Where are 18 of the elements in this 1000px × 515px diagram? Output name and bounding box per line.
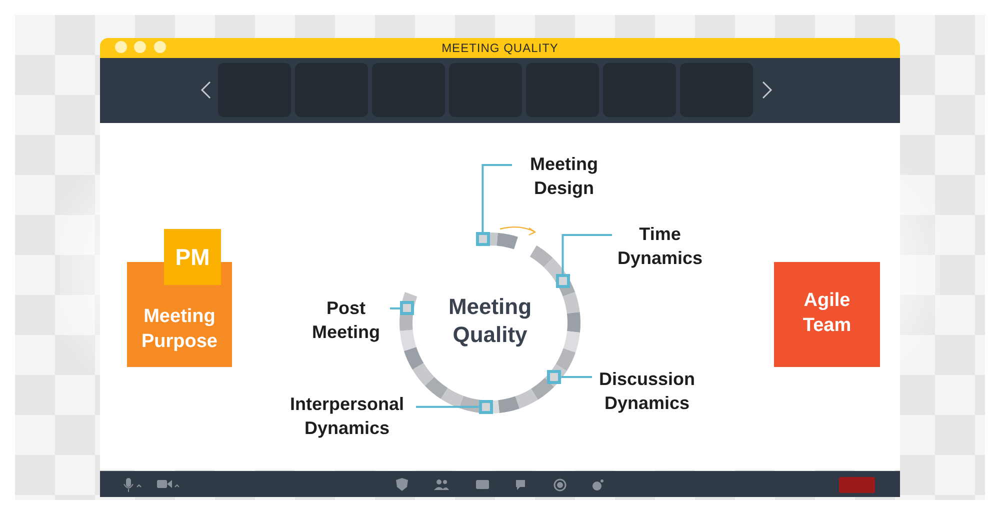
leader-line <box>561 376 592 378</box>
callout-label: Discussion Dynamics <box>592 367 702 417</box>
leader-line <box>562 234 612 274</box>
callout-label: Meeting Design <box>512 152 616 202</box>
callout-label: Post Meeting <box>302 296 390 346</box>
leader-line <box>482 164 512 232</box>
team-box: Agile Team <box>774 262 880 367</box>
leader-line <box>390 307 400 310</box>
callout-label: Time Dynamics <box>612 222 708 272</box>
leader-line <box>416 406 479 408</box>
marker-square <box>547 370 562 384</box>
marker-square <box>476 232 490 246</box>
center-label: Meeting Quality <box>432 293 548 351</box>
window-title: MEETING QUALITY <box>440 40 560 56</box>
abbreviation-box: PM <box>164 229 221 285</box>
marker-square <box>556 274 570 288</box>
marker-square <box>400 301 414 316</box>
callout-label: Interpersonal Dynamics <box>278 392 416 442</box>
